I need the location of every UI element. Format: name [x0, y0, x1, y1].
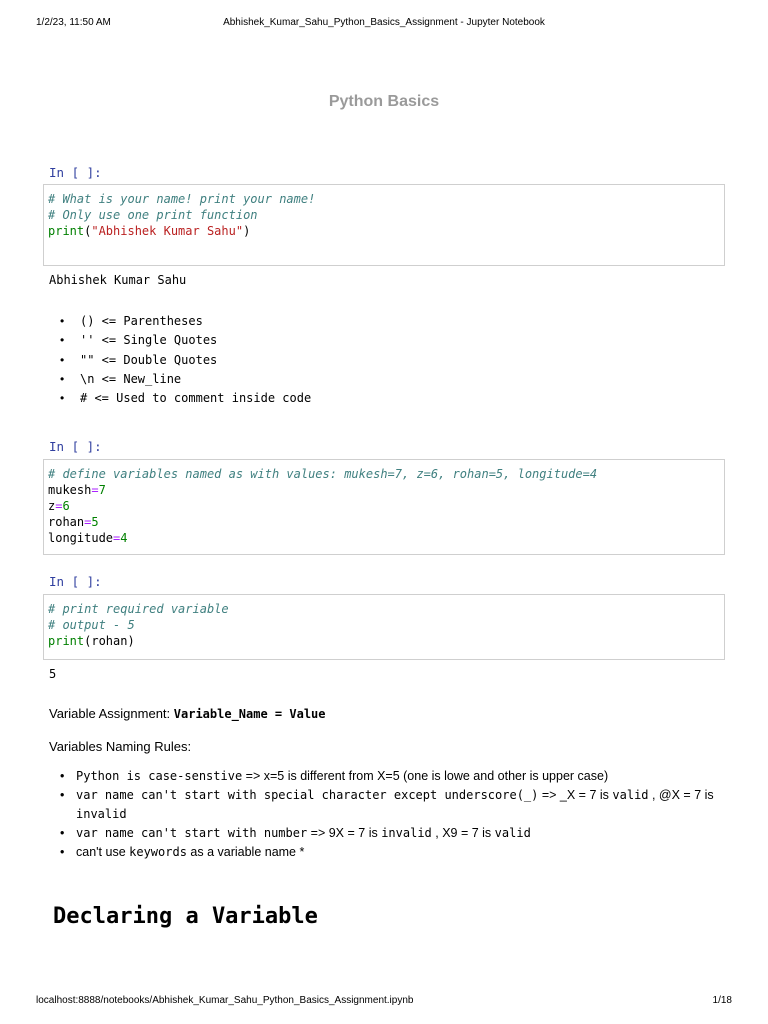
naming-rules-title: Variables Naming Rules: — [49, 739, 192, 754]
code-paren: ) — [243, 224, 251, 238]
cell-prompt: In [ ]: — [49, 574, 102, 589]
rule-text: => x=5 is different from X=5 (one is low… — [242, 769, 609, 783]
list-item: # <= Used to comment inside code — [60, 389, 311, 409]
code-comment: # Only use one print function — [48, 208, 258, 222]
code-operator: = — [55, 499, 63, 513]
rule-text: => _X = 7 is — [538, 788, 613, 802]
code-args: (rohan) — [84, 634, 135, 648]
code-number: 6 — [62, 499, 70, 513]
assignment-code: Variable_Name = Value — [173, 707, 326, 721]
code-variable: z — [48, 499, 56, 513]
code-paren: ( — [84, 224, 92, 238]
cell-output: Abhishek Kumar Sahu — [49, 273, 187, 287]
code-operator: = — [91, 483, 99, 497]
code-line: z=6 — [48, 498, 720, 514]
page-number: 1/18 — [712, 995, 732, 1006]
code-line: print(rohan) — [48, 633, 720, 649]
code-line: mukesh=7 — [48, 482, 720, 498]
code-cell-print-variable[interactable]: # print required variable # output - 5 p… — [43, 594, 725, 660]
list-item: () <= Parentheses — [60, 312, 311, 332]
code-string: "Abhishek Kumar Sahu" — [91, 224, 244, 238]
list-item: "" <= Double Quotes — [60, 351, 311, 371]
code-number: 4 — [120, 531, 128, 545]
code-variable: longitude — [48, 531, 114, 545]
code-line: rohan=5 — [48, 514, 720, 530]
list-item: can't use keywords as a variable name * — [60, 843, 720, 862]
list-item: \n <= New_line — [60, 370, 311, 390]
rule-text: , @X = 7 is — [648, 788, 714, 802]
code-line: longitude=4 — [48, 530, 720, 546]
print-date: 1/2/23, 11:50 AM — [36, 17, 111, 28]
code-keyword: print — [48, 224, 85, 238]
rule-text: => 9X = 7 is — [307, 826, 382, 840]
rule-code: valid — [612, 788, 649, 802]
section-heading: Declaring a Variable — [53, 904, 318, 929]
rule-code: invalid — [381, 826, 432, 840]
naming-rules-list: Python is case-senstive => x=5 is differ… — [60, 767, 720, 862]
print-footer: localhost:8888/notebooks/Abhishek_Kumar_… — [36, 995, 732, 1009]
list-item: '' <= Single Quotes — [60, 331, 311, 351]
code-variable: mukesh — [48, 483, 92, 497]
rule-code: Python is case-senstive — [76, 769, 243, 783]
code-comment: # output - 5 — [48, 618, 135, 632]
list-item: var name can't start with special charac… — [60, 786, 720, 824]
rule-text: as a variable name * — [186, 845, 305, 859]
code-keyword: print — [48, 634, 85, 648]
code-number: 7 — [98, 483, 106, 497]
code-operator: = — [113, 531, 121, 545]
print-title: Abhishek_Kumar_Sahu_Python_Basics_Assign… — [223, 17, 545, 28]
notebook-title: Python Basics — [328, 93, 440, 110]
assignment-label: Variable Assignment: — [49, 706, 174, 721]
rule-text: , X9 = 7 is — [431, 826, 495, 840]
code-number: 5 — [91, 515, 99, 529]
variable-assignment: Variable Assignment: Variable_Name = Val… — [49, 706, 326, 721]
list-item: Python is case-senstive => x=5 is differ… — [60, 767, 720, 786]
cell-prompt: In [ ]: — [49, 439, 102, 454]
code-operator: = — [84, 515, 92, 529]
rule-text: can't use — [76, 845, 130, 859]
code-cell-define-variables[interactable]: # define variables named as with values:… — [43, 459, 725, 555]
code-variable: rohan — [48, 515, 85, 529]
symbols-list: () <= Parentheses '' <= Single Quotes ""… — [60, 312, 311, 409]
rule-code: var name can't start with number — [76, 826, 308, 840]
cell-output: 5 — [49, 667, 57, 681]
list-item: var name can't start with number => 9X =… — [60, 824, 720, 843]
rule-code: keywords — [129, 845, 187, 859]
code-comment: # define variables named as with values:… — [48, 467, 598, 481]
rule-code: valid — [494, 826, 531, 840]
code-comment: # print required variable — [48, 602, 229, 616]
code-comment: # What is your name! print your name! — [48, 192, 316, 206]
print-header: 1/2/23, 11:50 AM Abhishek_Kumar_Sahu_Pyt… — [36, 17, 732, 31]
rule-code: var name can't start with special charac… — [76, 788, 539, 802]
print-url: localhost:8888/notebooks/Abhishek_Kumar_… — [36, 995, 414, 1006]
cell-prompt: In [ ]: — [49, 165, 102, 180]
code-line: print("Abhishek Kumar Sahu") — [48, 223, 720, 239]
rule-code: invalid — [76, 807, 127, 821]
code-cell-print-name[interactable]: # What is your name! print your name! # … — [43, 184, 725, 266]
